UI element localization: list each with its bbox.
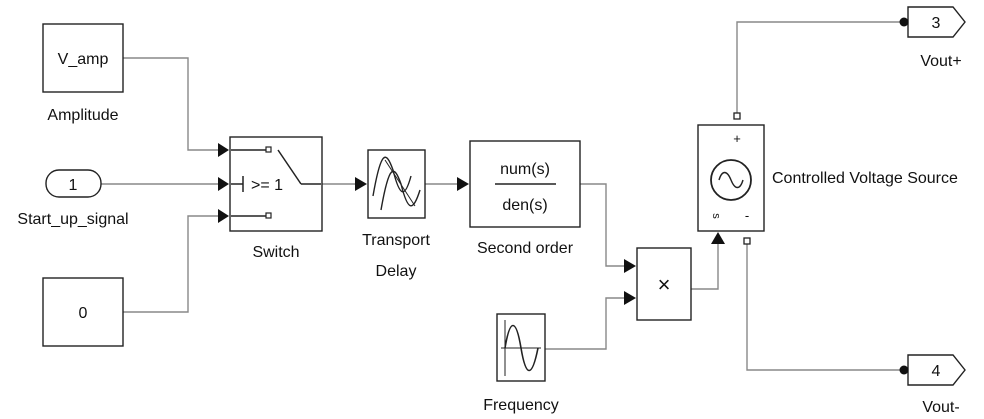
transport-delay-label-line1: Transport — [362, 232, 430, 249]
cvs-port-minus[interactable] — [743, 237, 751, 245]
start-up-port-number: 1 — [69, 177, 78, 194]
switch-icon — [231, 146, 321, 219]
arrow-switch-in3 — [218, 209, 229, 223]
arrow-product-in1 — [624, 259, 636, 273]
amplitude-constant-block[interactable] — [42, 23, 124, 93]
arrow-switch-in2 — [218, 177, 229, 191]
switch-criterion: >= 1 — [251, 177, 283, 194]
wire-sine-to-product[interactable] — [545, 297, 624, 350]
cvs-s-port-label: s — [710, 213, 722, 219]
sine-wave-label: Frequency — [483, 397, 559, 414]
vout-minus-label: Vout- — [922, 399, 959, 416]
transport-delay-icon — [372, 156, 421, 211]
vout-plus-label: Vout+ — [920, 53, 961, 70]
transport-delay-label-line2: Delay — [376, 263, 417, 280]
arrow-tf-in — [457, 177, 469, 191]
vout-minus-port-number: 4 — [932, 363, 941, 380]
wire-zero-to-switch[interactable] — [123, 215, 218, 313]
wire-cvs-to-vout-minus[interactable] — [746, 242, 903, 371]
transfer-fcn-label: Second order — [477, 240, 574, 257]
ac-wave-icon — [718, 171, 744, 189]
vout-minus-outport-block[interactable] — [899, 354, 966, 386]
arrow-cvs-in — [711, 232, 725, 244]
product-symbol: × — [658, 272, 671, 297]
start-up-inport-block[interactable] — [45, 169, 102, 198]
cvs-plus-sign: + — [733, 131, 741, 146]
cvs-port-plus[interactable] — [733, 112, 741, 120]
start-up-label: Start_up_signal — [17, 211, 128, 228]
transfer-fcn-numerator: num(s) — [500, 161, 550, 178]
zero-constant-block[interactable] — [42, 277, 124, 347]
vout-plus-outport-block[interactable] — [899, 6, 966, 38]
wire-amplitude-to-switch[interactable] — [123, 57, 218, 151]
cvs-minus-sign: - — [745, 208, 749, 223]
sine-wave-icon — [501, 320, 541, 376]
wire-cvs-to-vout-plus[interactable] — [736, 21, 903, 116]
vout-plus-port-number: 3 — [932, 15, 941, 32]
amplitude-value: V_amp — [58, 51, 109, 68]
product-block[interactable] — [636, 247, 692, 321]
arrow-switch-in1 — [218, 143, 229, 157]
wire-product-to-cvs[interactable] — [691, 244, 719, 290]
arrow-delay-in — [355, 177, 367, 191]
switch-label: Switch — [252, 244, 299, 261]
zero-value: 0 — [79, 305, 88, 322]
transfer-fcn-denominator: den(s) — [502, 197, 547, 214]
wire-tf-to-product[interactable] — [580, 183, 624, 267]
cvs-label: Controlled Voltage Source — [772, 170, 958, 187]
amplitude-label: Amplitude — [47, 107, 118, 124]
arrow-product-in2 — [624, 291, 636, 305]
